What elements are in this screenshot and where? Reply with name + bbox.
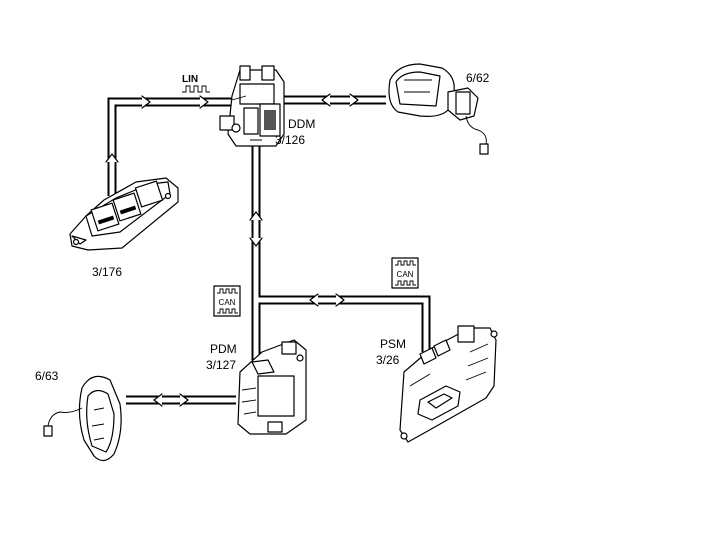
direction-arrows (105, 93, 359, 407)
pdm-ref: 3/127 (206, 358, 236, 372)
switch-pack-ref: 3/176 (92, 265, 122, 279)
ddm-name: DDM (288, 117, 315, 131)
window-switch-pack (69, 177, 179, 251)
psm-name: PSM (380, 337, 406, 351)
lin-signal-icon (182, 85, 210, 93)
mirror-driver-ref: 6/62 (466, 71, 490, 85)
can-label-left: CAN (213, 285, 241, 317)
can-signal-icon (395, 260, 416, 266)
lin-label: LIN (182, 74, 210, 93)
can-label-left-text: CAN (219, 298, 236, 307)
ddm-module (219, 65, 285, 147)
can-label-right: CAN (391, 257, 419, 289)
lin-bus-line (107, 97, 236, 196)
lin-label-text: LIN (182, 74, 198, 85)
pdm-module (237, 339, 307, 435)
psm-ref: 3/26 (376, 353, 400, 367)
psm-module (399, 325, 498, 443)
can-label-right-text: CAN (397, 270, 414, 279)
driver-mirror (388, 63, 489, 155)
passenger-mirror (43, 375, 122, 462)
ddm-ref: 3/126 (275, 133, 305, 147)
can-signal-icon (217, 288, 238, 294)
can-bus-line (251, 146, 431, 360)
pdm-name: PDM (210, 342, 237, 356)
mirror-passenger-ref: 6/63 (35, 369, 59, 383)
